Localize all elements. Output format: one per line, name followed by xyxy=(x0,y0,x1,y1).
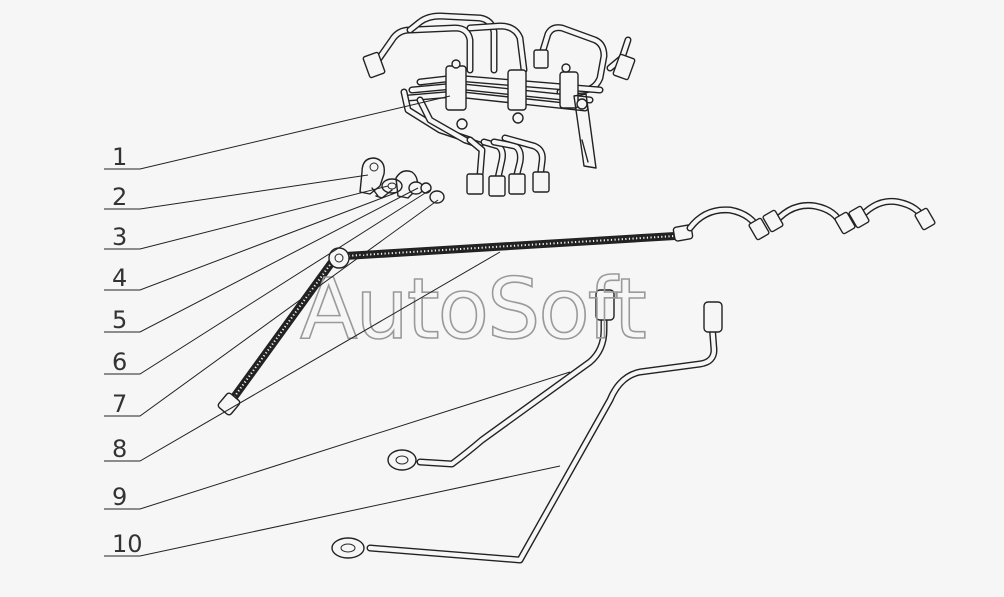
callout-label-1: 1 xyxy=(112,143,127,171)
callout-leader-2 xyxy=(104,174,369,210)
drain-pipe xyxy=(387,289,615,471)
callout-label-8: 8 xyxy=(112,435,127,463)
callout-leader-8 xyxy=(104,251,501,462)
callout-leader-4 xyxy=(104,191,399,291)
callout-leader-3 xyxy=(104,185,389,250)
callout-leader-6 xyxy=(104,189,431,375)
return-pipe xyxy=(331,301,723,564)
callout-label-2: 2 xyxy=(112,183,127,211)
callout-label-6: 6 xyxy=(112,348,127,376)
armored-hoses xyxy=(217,197,936,416)
callout-leader-1 xyxy=(104,95,451,170)
watermark-text: AutoSoft xyxy=(300,260,645,358)
callout-leader-7 xyxy=(104,199,439,417)
injection-pipes-assembly xyxy=(362,12,636,197)
callout-label-10: 10 xyxy=(112,530,143,558)
callout-label-4: 4 xyxy=(112,264,127,292)
callout-label-3: 3 xyxy=(112,223,127,251)
callout-leader-9 xyxy=(104,371,571,510)
callout-group: 1 2 3 4 5 6 7 8 9 10 xyxy=(104,95,571,558)
callout-leader-10 xyxy=(104,465,561,557)
callout-leader-5 xyxy=(104,187,419,333)
callout-label-9: 9 xyxy=(112,483,127,511)
callout-label-5: 5 xyxy=(112,306,127,334)
callout-label-7: 7 xyxy=(112,390,127,418)
